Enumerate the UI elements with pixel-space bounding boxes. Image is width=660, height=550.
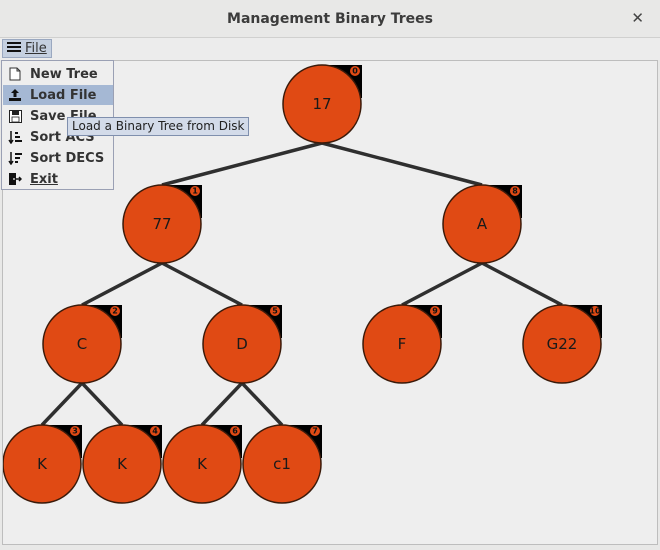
node-label: K: [117, 455, 128, 473]
node-index-label: 5: [272, 307, 278, 316]
node-index-badge: [189, 185, 201, 197]
tree-edge: [481, 261, 563, 307]
tree-node[interactable]: 9F: [362, 304, 442, 384]
menu-item-new-tree[interactable]: New Tree: [3, 64, 113, 84]
menu-item-label: New Tree: [30, 66, 98, 82]
node-circle: [282, 64, 362, 144]
node-index-badge: [149, 425, 161, 437]
tree-node[interactable]: 7 c1: [242, 424, 322, 504]
exit-icon: [8, 172, 22, 186]
node-circle: [122, 184, 202, 264]
tree-edge: [401, 261, 483, 307]
node-index-badge: [69, 425, 81, 437]
node-label: F: [398, 335, 407, 353]
node-index-badge: [349, 65, 361, 77]
node-circle: [522, 304, 602, 384]
title-bar: Management Binary Trees ✕: [0, 0, 660, 38]
node-index-badge: [429, 305, 441, 317]
node-index-label: 4: [152, 427, 158, 436]
node-index-label: 10: [589, 307, 601, 316]
sort-descending-icon: [8, 151, 22, 165]
sort-ascending-icon: [8, 130, 22, 144]
menu-bar: File: [0, 38, 660, 60]
node-index-badge: [109, 305, 121, 317]
tree-node[interactable]: 3K: [2, 424, 82, 504]
menu-item-exit[interactable]: Exit: [3, 169, 113, 189]
upload-icon: [8, 88, 22, 102]
file-menu-button[interactable]: File: [2, 39, 52, 58]
node-index-label: 8: [512, 187, 518, 196]
node-index-label: 6: [232, 427, 238, 436]
save-icon: [8, 109, 22, 123]
node-label: 77: [152, 215, 171, 233]
node-label: 17: [312, 95, 331, 113]
tree-node[interactable]: 2C: [42, 304, 122, 384]
node-index-badge: [589, 305, 601, 317]
node-label: K: [197, 455, 208, 473]
node-index-label: 2: [112, 307, 118, 316]
node-circle: [82, 424, 162, 504]
tree-node[interactable]: 1 77: [122, 184, 202, 264]
node-label: K: [37, 455, 48, 473]
tree-edge: [40, 381, 84, 427]
node-index-badge: [229, 425, 241, 437]
menu-item-label: Sort DECS: [30, 150, 105, 166]
node-label: C: [77, 335, 87, 353]
tree-edge: [200, 381, 244, 427]
node-index-label: 7: [312, 427, 318, 436]
node-index-label: 3: [72, 427, 78, 436]
node-label: A: [477, 215, 488, 233]
tree-edge: [161, 141, 323, 187]
node-circle: [162, 424, 242, 504]
menu-item-load-file[interactable]: Load File: [3, 85, 113, 105]
tree-node[interactable]: 8A: [442, 184, 522, 264]
tree-edge: [161, 261, 243, 307]
menu-item-sort-decs[interactable]: Sort DECS: [3, 148, 113, 168]
node-label: c1: [273, 455, 291, 473]
tree-node[interactable]: 4K: [82, 424, 162, 504]
node-index-badge: [269, 305, 281, 317]
tree-node[interactable]: 6K: [162, 424, 242, 504]
node-label: D: [236, 335, 248, 353]
tooltip: Load a Binary Tree from Disk: [67, 117, 250, 136]
tree-edge: [80, 381, 124, 427]
node-index-badge: [309, 425, 321, 437]
tree-node[interactable]: 5D: [202, 304, 282, 384]
menu-item-label: Load File: [30, 87, 97, 103]
tree-edge: [321, 141, 483, 187]
node-circle: [362, 304, 442, 384]
node-index-badge: [509, 185, 521, 197]
hamburger-icon: [7, 41, 21, 57]
node-index-label: 1: [192, 187, 198, 196]
node-index-label: 0: [352, 67, 358, 76]
close-icon[interactable]: ✕: [631, 9, 644, 27]
tree-edge: [240, 381, 284, 427]
file-menu-label: File: [25, 41, 47, 56]
node-circle: [242, 424, 322, 504]
menu-item-label: Exit: [30, 171, 58, 187]
window-title: Management Binary Trees: [227, 11, 433, 27]
node-circle: [2, 424, 82, 504]
node-index-label: 9: [432, 307, 438, 316]
node-label: G22: [547, 335, 578, 353]
node-circle: [202, 304, 282, 384]
node-circle: [442, 184, 522, 264]
tree-edge: [81, 261, 163, 307]
node-circle: [42, 304, 122, 384]
tree-node[interactable]: 0 17: [282, 64, 362, 144]
new-file-icon: [8, 67, 22, 81]
